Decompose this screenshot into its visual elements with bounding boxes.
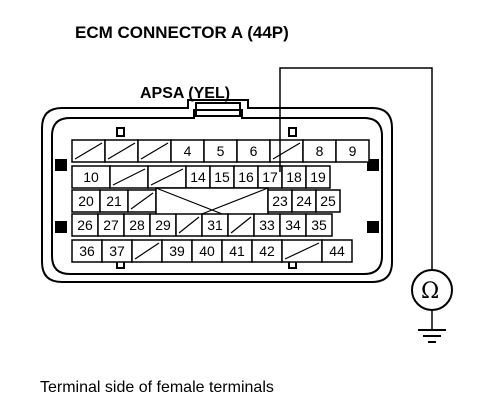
terminal-number: 15 <box>214 169 230 185</box>
terminal-cell <box>305 213 333 237</box>
terminal-number: 4 <box>184 143 192 159</box>
terminal-number: 25 <box>320 193 336 209</box>
terminal-number: 19 <box>310 169 326 185</box>
terminal-number: 24 <box>296 193 312 209</box>
ohm-symbol: Ω <box>421 279 439 304</box>
terminal-number: 33 <box>259 217 275 233</box>
unused-terminal-slash <box>140 142 169 160</box>
terminal-grid: 4 5 6 8 9 10 14 15 16 17 18 19 20 21 23 24 25 26 27 28 29 31 3… <box>71 139 370 263</box>
terminal-number: 42 <box>259 243 275 259</box>
unused-terminal-slash <box>284 242 320 260</box>
terminal-number: 23 <box>272 193 288 209</box>
terminal-number: 18 <box>286 169 302 185</box>
terminal-number: 6 <box>250 143 258 159</box>
terminal-cell <box>321 239 353 263</box>
footer-caption: Terminal side of female terminals <box>40 379 274 396</box>
wire-label: APSA (YEL) <box>140 85 230 102</box>
unused-terminal-slash <box>150 168 184 186</box>
terminal-number: 40 <box>199 243 215 259</box>
terminal-number: 16 <box>238 169 254 185</box>
unused-terminal-slash <box>272 142 301 160</box>
terminal-number: 35 <box>311 217 327 233</box>
terminal-number: 41 <box>229 243 245 259</box>
unused-terminal-slash <box>112 168 146 186</box>
terminal-number: 37 <box>109 243 125 259</box>
terminal-number: 14 <box>190 169 206 185</box>
terminal-cell <box>335 139 370 163</box>
terminal-number: 44 <box>329 243 345 259</box>
terminal-number: 36 <box>79 243 95 259</box>
connector-housing <box>41 99 393 283</box>
unused-terminal-slash <box>230 216 252 234</box>
unused-terminal-slash <box>107 142 136 160</box>
terminal-number: 9 <box>349 143 357 159</box>
terminal-number: 34 <box>285 217 301 233</box>
terminal-number: 17 <box>262 169 278 185</box>
terminal-number: 28 <box>129 217 145 233</box>
ohmmeter-icon <box>411 269 453 311</box>
terminal-number: 8 <box>316 143 324 159</box>
ground-icon <box>418 329 446 343</box>
unused-terminal-slash <box>178 216 200 234</box>
terminal-number: 29 <box>155 217 171 233</box>
terminal-number: 39 <box>169 243 185 259</box>
terminal-number: 21 <box>106 193 122 209</box>
terminal-number: 20 <box>78 193 94 209</box>
unused-terminal-slash <box>130 192 154 210</box>
terminal-cell <box>305 165 331 189</box>
unused-terminal-slash <box>74 142 103 160</box>
probe-wire <box>279 67 433 330</box>
terminal-number: 31 <box>207 217 223 233</box>
terminal-number: 27 <box>103 217 119 233</box>
terminal-number: 10 <box>83 169 99 185</box>
terminal-cell <box>315 189 341 213</box>
terminal-number: 5 <box>217 143 225 159</box>
unused-terminal-slash <box>134 242 160 260</box>
terminal-number: 26 <box>77 217 93 233</box>
diagram-title: ECM CONNECTOR A (44P) <box>75 23 289 42</box>
